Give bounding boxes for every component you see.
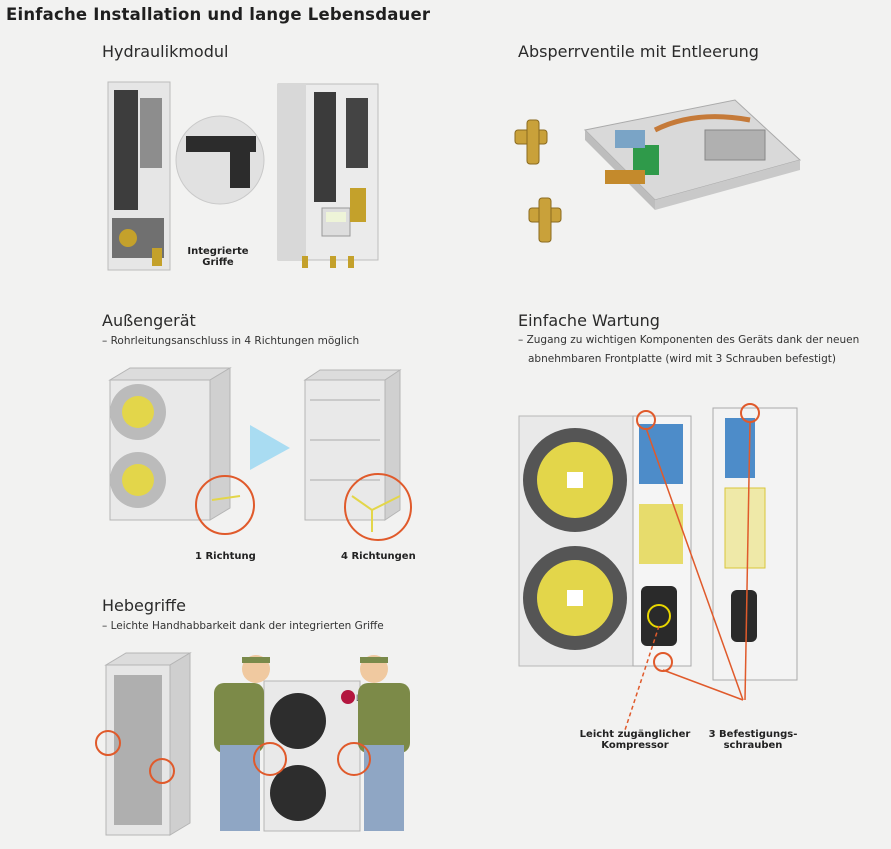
maintenance-illustration — [518, 403, 798, 731]
hydraulik-caption: Integrierte Griffe — [183, 246, 253, 268]
hydraulik-module-illustration — [107, 81, 379, 271]
hydraulik-caption-line2: Griffe — [202, 257, 234, 268]
aussen-title: Außengerät — [102, 311, 196, 330]
aussen-label-right: 4 Richtungen — [341, 551, 416, 562]
page-title: Einfache Installation und lange Lebensda… — [6, 5, 431, 24]
hydraulik-title: Hydraulikmodul — [102, 42, 229, 61]
absperr-title: Absperrventile mit Entleerung — [518, 42, 759, 61]
wartung-title: Einfache Wartung — [518, 311, 660, 330]
hebe-subtitle: – Leichte Handhabbarkeit dank der integr… — [102, 620, 384, 632]
aussen-label-left: 1 Richtung — [195, 551, 256, 562]
wartung-label-compressor: Leicht zugänglicher Kompressor — [572, 729, 698, 751]
hydraulik-caption-line1: Integrierte — [187, 246, 249, 257]
screws-label-line2: schrauben — [723, 740, 783, 751]
hebe-title: Hebegriffe — [102, 596, 186, 615]
wartung-subtitle-line2: abnehmbaren Frontplatte (wird mit 3 Schr… — [528, 353, 836, 365]
aussen-subtitle: – Rohrleitungsanschluss in 4 Richtungen … — [102, 335, 360, 347]
outdoor-unit-directions-illustration — [108, 367, 412, 541]
screws-label-line1: 3 Befestigungs- — [708, 729, 798, 740]
wartung-subtitle-line1: – Zugang zu wichtigen Komponenten des Ge… — [518, 334, 860, 346]
compressor-label-line2: Kompressor — [601, 740, 669, 751]
lifting-handles-illustration: LG — [95, 652, 410, 836]
compressor-label-line1: Leicht zugänglicher — [579, 729, 691, 740]
shutoff-valves-illustration — [514, 99, 802, 243]
wartung-label-screws: 3 Befestigungs- schrauben — [700, 729, 806, 751]
